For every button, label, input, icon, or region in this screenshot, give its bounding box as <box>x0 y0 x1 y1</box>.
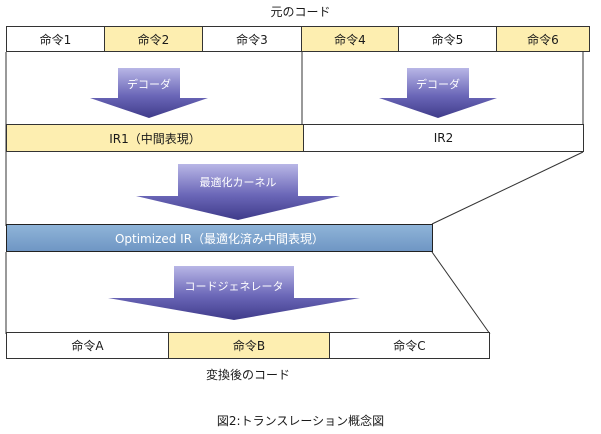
decoder-label-1: デコーダ <box>127 77 171 91</box>
codegen-arrow: コードジェネレータ <box>108 266 360 320</box>
ir2-cell: IR2 <box>303 125 583 151</box>
figure-caption: 図2:トランスレーション概念図 <box>216 414 385 428</box>
target-code-row: 命令A 命令B 命令C <box>6 332 490 359</box>
target-cell-b: 命令B <box>168 333 329 358</box>
ir-row: IR1（中間表現） IR2 <box>6 124 584 152</box>
target-cell-c: 命令C <box>329 333 489 358</box>
diagonal-lower <box>431 251 491 335</box>
source-cell-4: 命令4 <box>301 27 398 51</box>
optimizer-label: 最適化カーネル <box>200 175 277 189</box>
ir1-cell: IR1（中間表現） <box>7 125 303 151</box>
source-cell-3: 命令3 <box>202 27 301 51</box>
optimizer-arrow: 最適化カーネル <box>136 164 340 220</box>
decoder-arrow-2: デコーダ <box>379 68 497 118</box>
decoder-arrow-1: デコーダ <box>90 68 208 118</box>
optimized-ir-box: Optimized IR（最適化済み中間表現） <box>6 224 433 252</box>
target-code-label: 変換後のコード <box>205 368 290 382</box>
source-code-row: 命令1 命令2 命令3 命令4 命令5 命令6 <box>6 26 590 52</box>
source-cell-6: 命令6 <box>496 27 589 51</box>
codegen-label: コードジェネレータ <box>185 280 284 293</box>
source-code-label: 元のコード <box>270 5 331 19</box>
decoder-label-2: デコーダ <box>416 77 460 91</box>
target-cell-a: 命令A <box>71 339 104 353</box>
source-cell-2: 命令2 <box>104 27 202 51</box>
diagonal-upper <box>431 151 584 225</box>
source-cell-1: 命令1 <box>39 32 72 47</box>
source-cell-5: 命令5 <box>398 27 496 51</box>
